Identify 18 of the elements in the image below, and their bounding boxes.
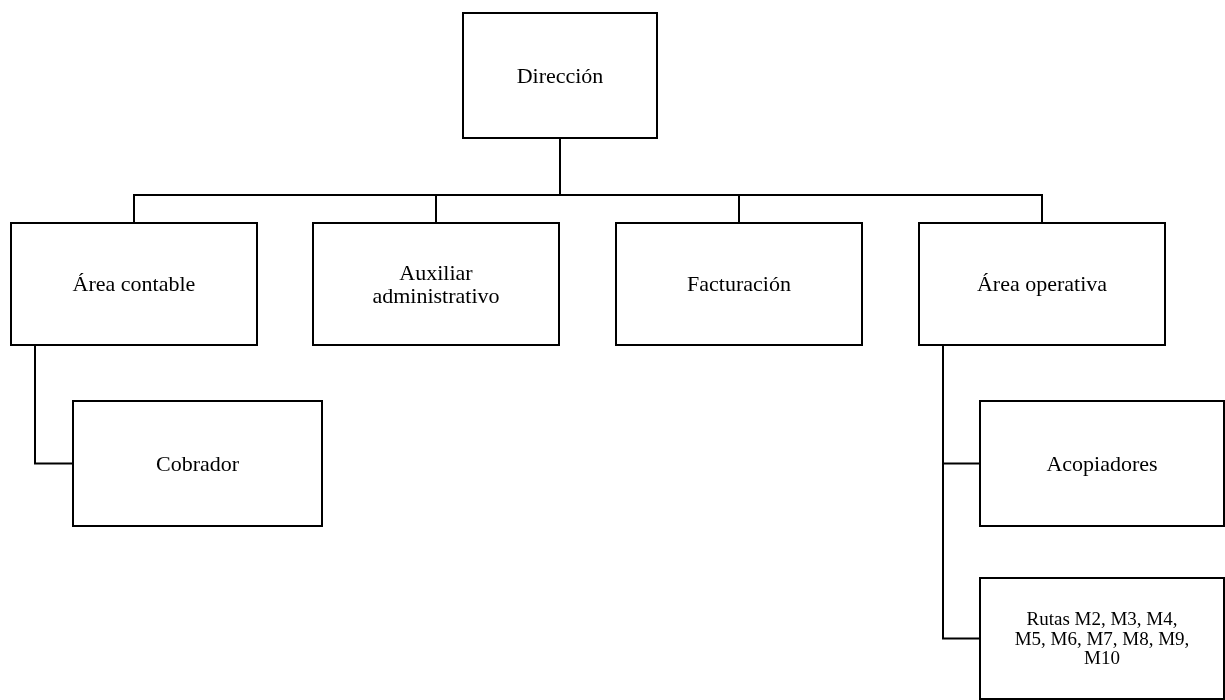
org-box [10, 222, 258, 346]
box-label: Auxiliar administrativo [371, 260, 501, 308]
box-label: Facturación [687, 272, 791, 296]
connector-line [942, 345, 980, 640]
org-box [312, 222, 560, 346]
org-box [615, 222, 863, 346]
box-label: Acopiadores [1046, 451, 1158, 476]
org-box [462, 12, 658, 139]
box-label: Dirección [516, 63, 604, 88]
connector-line [34, 345, 73, 465]
box-label: Área operativa [976, 272, 1108, 296]
org-box [979, 400, 1225, 527]
org-box [72, 400, 323, 527]
org-box [918, 222, 1166, 346]
box-label: Cobrador [155, 451, 240, 476]
box-label: Área contable [72, 272, 196, 296]
org-box [979, 577, 1225, 700]
box-label: Rutas M2, M3, M4, M5, M6, M7, M8, M9, M10 [1013, 608, 1191, 669]
